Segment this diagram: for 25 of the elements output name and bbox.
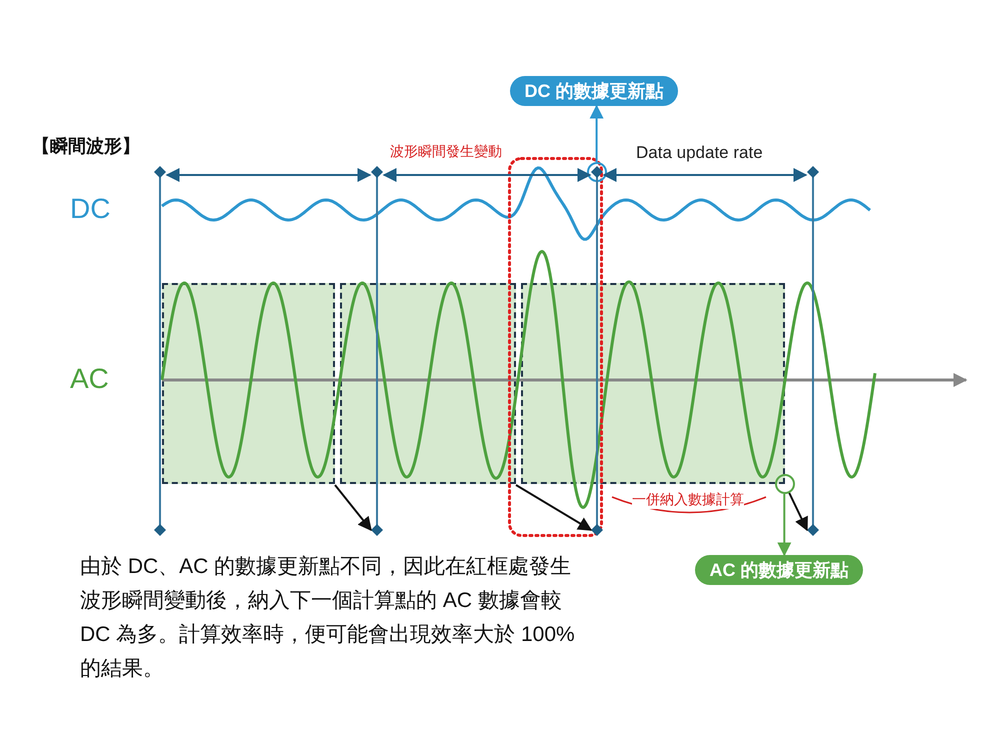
label-pill: DC 的數據更新點 [510,76,678,106]
arrow [382,168,592,182]
label-pill: AC 的數據更新點 [695,555,863,585]
sample-window-box [521,283,785,484]
arrow [515,484,592,531]
signal-label: AC [70,363,109,395]
arrow [777,494,792,556]
explanation-paragraph: 由於 DC、AC 的數據更新點不同，因此在紅框處發生波形瞬間變動後，納入下一個計算點的 AC 數據會較 DC 為多。計算效率時，便可能會出現效率大於 100% 的結果。 [80,554,576,682]
arrow [788,492,808,532]
section-heading: 【瞬間波形】 [32,135,140,158]
update-marker [371,166,383,536]
sample-window-box [162,283,335,484]
arrow [166,168,372,182]
annotation-text: 波形瞬間發生變動 [390,143,502,161]
update-marker [591,166,603,536]
highlight-circle [775,474,795,494]
signal-label: DC [70,193,110,225]
sample-window-box [340,283,516,484]
update-marker [807,166,819,536]
arrow [602,168,808,182]
arrow [334,484,372,532]
rate-label: Data update rate [636,143,763,163]
update-marker [154,166,166,536]
annotation-text: 一併納入數據計算 [632,491,744,509]
arrow [590,104,604,162]
